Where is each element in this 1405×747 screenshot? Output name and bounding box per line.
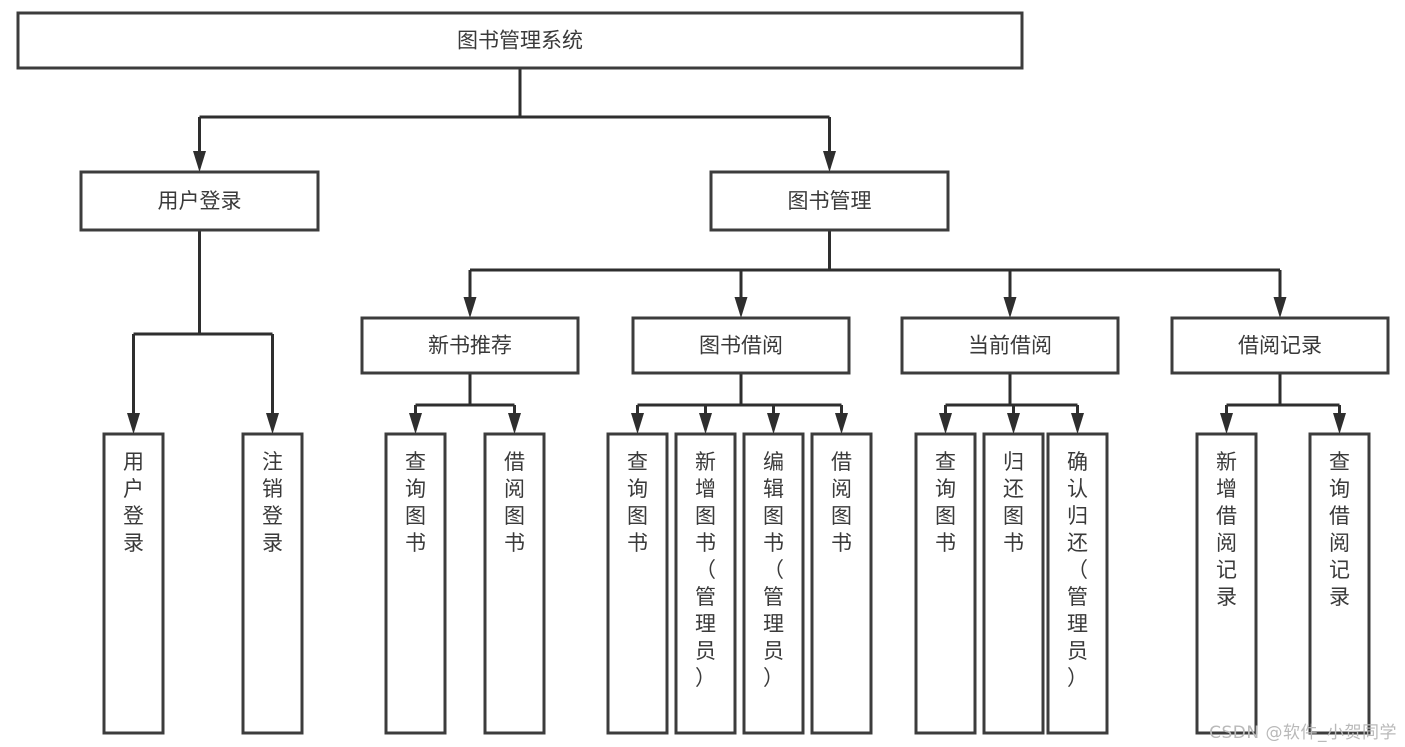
node-leaf-query-book-rec[interactable]: 查询图书 bbox=[384, 432, 447, 735]
node-label-leaf-query-book-borrow: 查询图书 bbox=[627, 450, 648, 555]
node-box-current-borrow bbox=[900, 316, 1120, 375]
node-root[interactable]: 图书管理系统 bbox=[16, 11, 1024, 70]
node-label-leaf-user-login: 用户登录 bbox=[123, 450, 144, 555]
node-box-book-borrow bbox=[631, 316, 851, 375]
node-box-borrow-record bbox=[1170, 316, 1390, 375]
node-label-book-manage: 图书管理 bbox=[788, 189, 872, 213]
node-layer: 图书管理系统用户登录图书管理新书推荐图书借阅当前借阅借阅记录用户登录注销登录查询… bbox=[16, 11, 1390, 735]
node-label-leaf-add-book: 新增图书（管理员） bbox=[695, 450, 716, 690]
node-label-leaf-logout: 注销登录 bbox=[262, 450, 283, 555]
node-box-leaf-logout bbox=[241, 432, 304, 735]
node-box-leaf-add-book bbox=[674, 432, 737, 735]
node-leaf-return-book[interactable]: 归还图书 bbox=[982, 432, 1045, 735]
connector-layer bbox=[127, 68, 1346, 434]
node-label-current-borrow: 当前借阅 bbox=[968, 334, 1052, 358]
node-label-leaf-borrow-book-rec: 借阅图书 bbox=[504, 450, 525, 555]
watermark-text: CSDN @软件_小贺同学 bbox=[1209, 723, 1397, 743]
node-box-leaf-edit-book bbox=[742, 432, 805, 735]
node-new-book-recommend[interactable]: 新书推荐 bbox=[360, 316, 580, 375]
node-box-root bbox=[16, 11, 1024, 70]
node-label-leaf-confirm-return: 确认归还（管理员） bbox=[1067, 450, 1088, 690]
node-user-login[interactable]: 用户登录 bbox=[79, 170, 320, 232]
node-leaf-confirm-return[interactable]: 确认归还（管理员） bbox=[1046, 432, 1109, 735]
node-label-leaf-edit-book: 编辑图书（管理员） bbox=[763, 450, 784, 690]
node-label-leaf-add-record: 新增借阅记录 bbox=[1216, 450, 1237, 609]
node-box-leaf-confirm-return bbox=[1046, 432, 1109, 735]
node-box-leaf-borrow-book-rec bbox=[483, 432, 546, 735]
node-box-leaf-query-record bbox=[1308, 432, 1371, 735]
node-box-leaf-user-login bbox=[102, 432, 165, 735]
node-label-root: 图书管理系统 bbox=[457, 29, 583, 53]
node-book-manage[interactable]: 图书管理 bbox=[709, 170, 950, 232]
node-label-new-book-recommend: 新书推荐 bbox=[428, 334, 512, 358]
node-leaf-edit-book[interactable]: 编辑图书（管理员） bbox=[742, 432, 805, 735]
node-leaf-query-book-borrow[interactable]: 查询图书 bbox=[606, 432, 669, 735]
node-box-leaf-borrow-book bbox=[810, 432, 873, 735]
node-label-leaf-query-book-rec: 查询图书 bbox=[405, 450, 426, 555]
node-box-leaf-query-book-borrow bbox=[606, 432, 669, 735]
node-label-leaf-query-record: 查询借阅记录 bbox=[1329, 450, 1350, 609]
node-box-leaf-query-book-cur bbox=[914, 432, 977, 735]
node-leaf-query-record[interactable]: 查询借阅记录 bbox=[1308, 432, 1371, 735]
node-box-leaf-query-book-rec bbox=[384, 432, 447, 735]
node-leaf-borrow-book-rec[interactable]: 借阅图书 bbox=[483, 432, 546, 735]
node-box-book-manage bbox=[709, 170, 950, 232]
node-box-new-book-recommend bbox=[360, 316, 580, 375]
node-current-borrow[interactable]: 当前借阅 bbox=[900, 316, 1120, 375]
node-label-borrow-record: 借阅记录 bbox=[1238, 334, 1322, 358]
node-leaf-logout[interactable]: 注销登录 bbox=[241, 432, 304, 735]
node-label-book-borrow: 图书借阅 bbox=[699, 334, 783, 358]
node-leaf-add-book[interactable]: 新增图书（管理员） bbox=[674, 432, 737, 735]
node-leaf-query-book-cur[interactable]: 查询图书 bbox=[914, 432, 977, 735]
node-leaf-add-record[interactable]: 新增借阅记录 bbox=[1195, 432, 1258, 735]
node-leaf-user-login[interactable]: 用户登录 bbox=[102, 432, 165, 735]
node-label-leaf-borrow-book: 借阅图书 bbox=[831, 450, 852, 555]
node-label-user-login: 用户登录 bbox=[158, 189, 242, 213]
node-leaf-borrow-book[interactable]: 借阅图书 bbox=[810, 432, 873, 735]
node-label-leaf-return-book: 归还图书 bbox=[1003, 450, 1024, 555]
node-box-leaf-return-book bbox=[982, 432, 1045, 735]
node-borrow-record[interactable]: 借阅记录 bbox=[1170, 316, 1390, 375]
node-label-leaf-query-book-cur: 查询图书 bbox=[935, 450, 956, 555]
node-box-leaf-add-record bbox=[1195, 432, 1258, 735]
node-book-borrow[interactable]: 图书借阅 bbox=[631, 316, 851, 375]
node-box-user-login bbox=[79, 170, 320, 232]
